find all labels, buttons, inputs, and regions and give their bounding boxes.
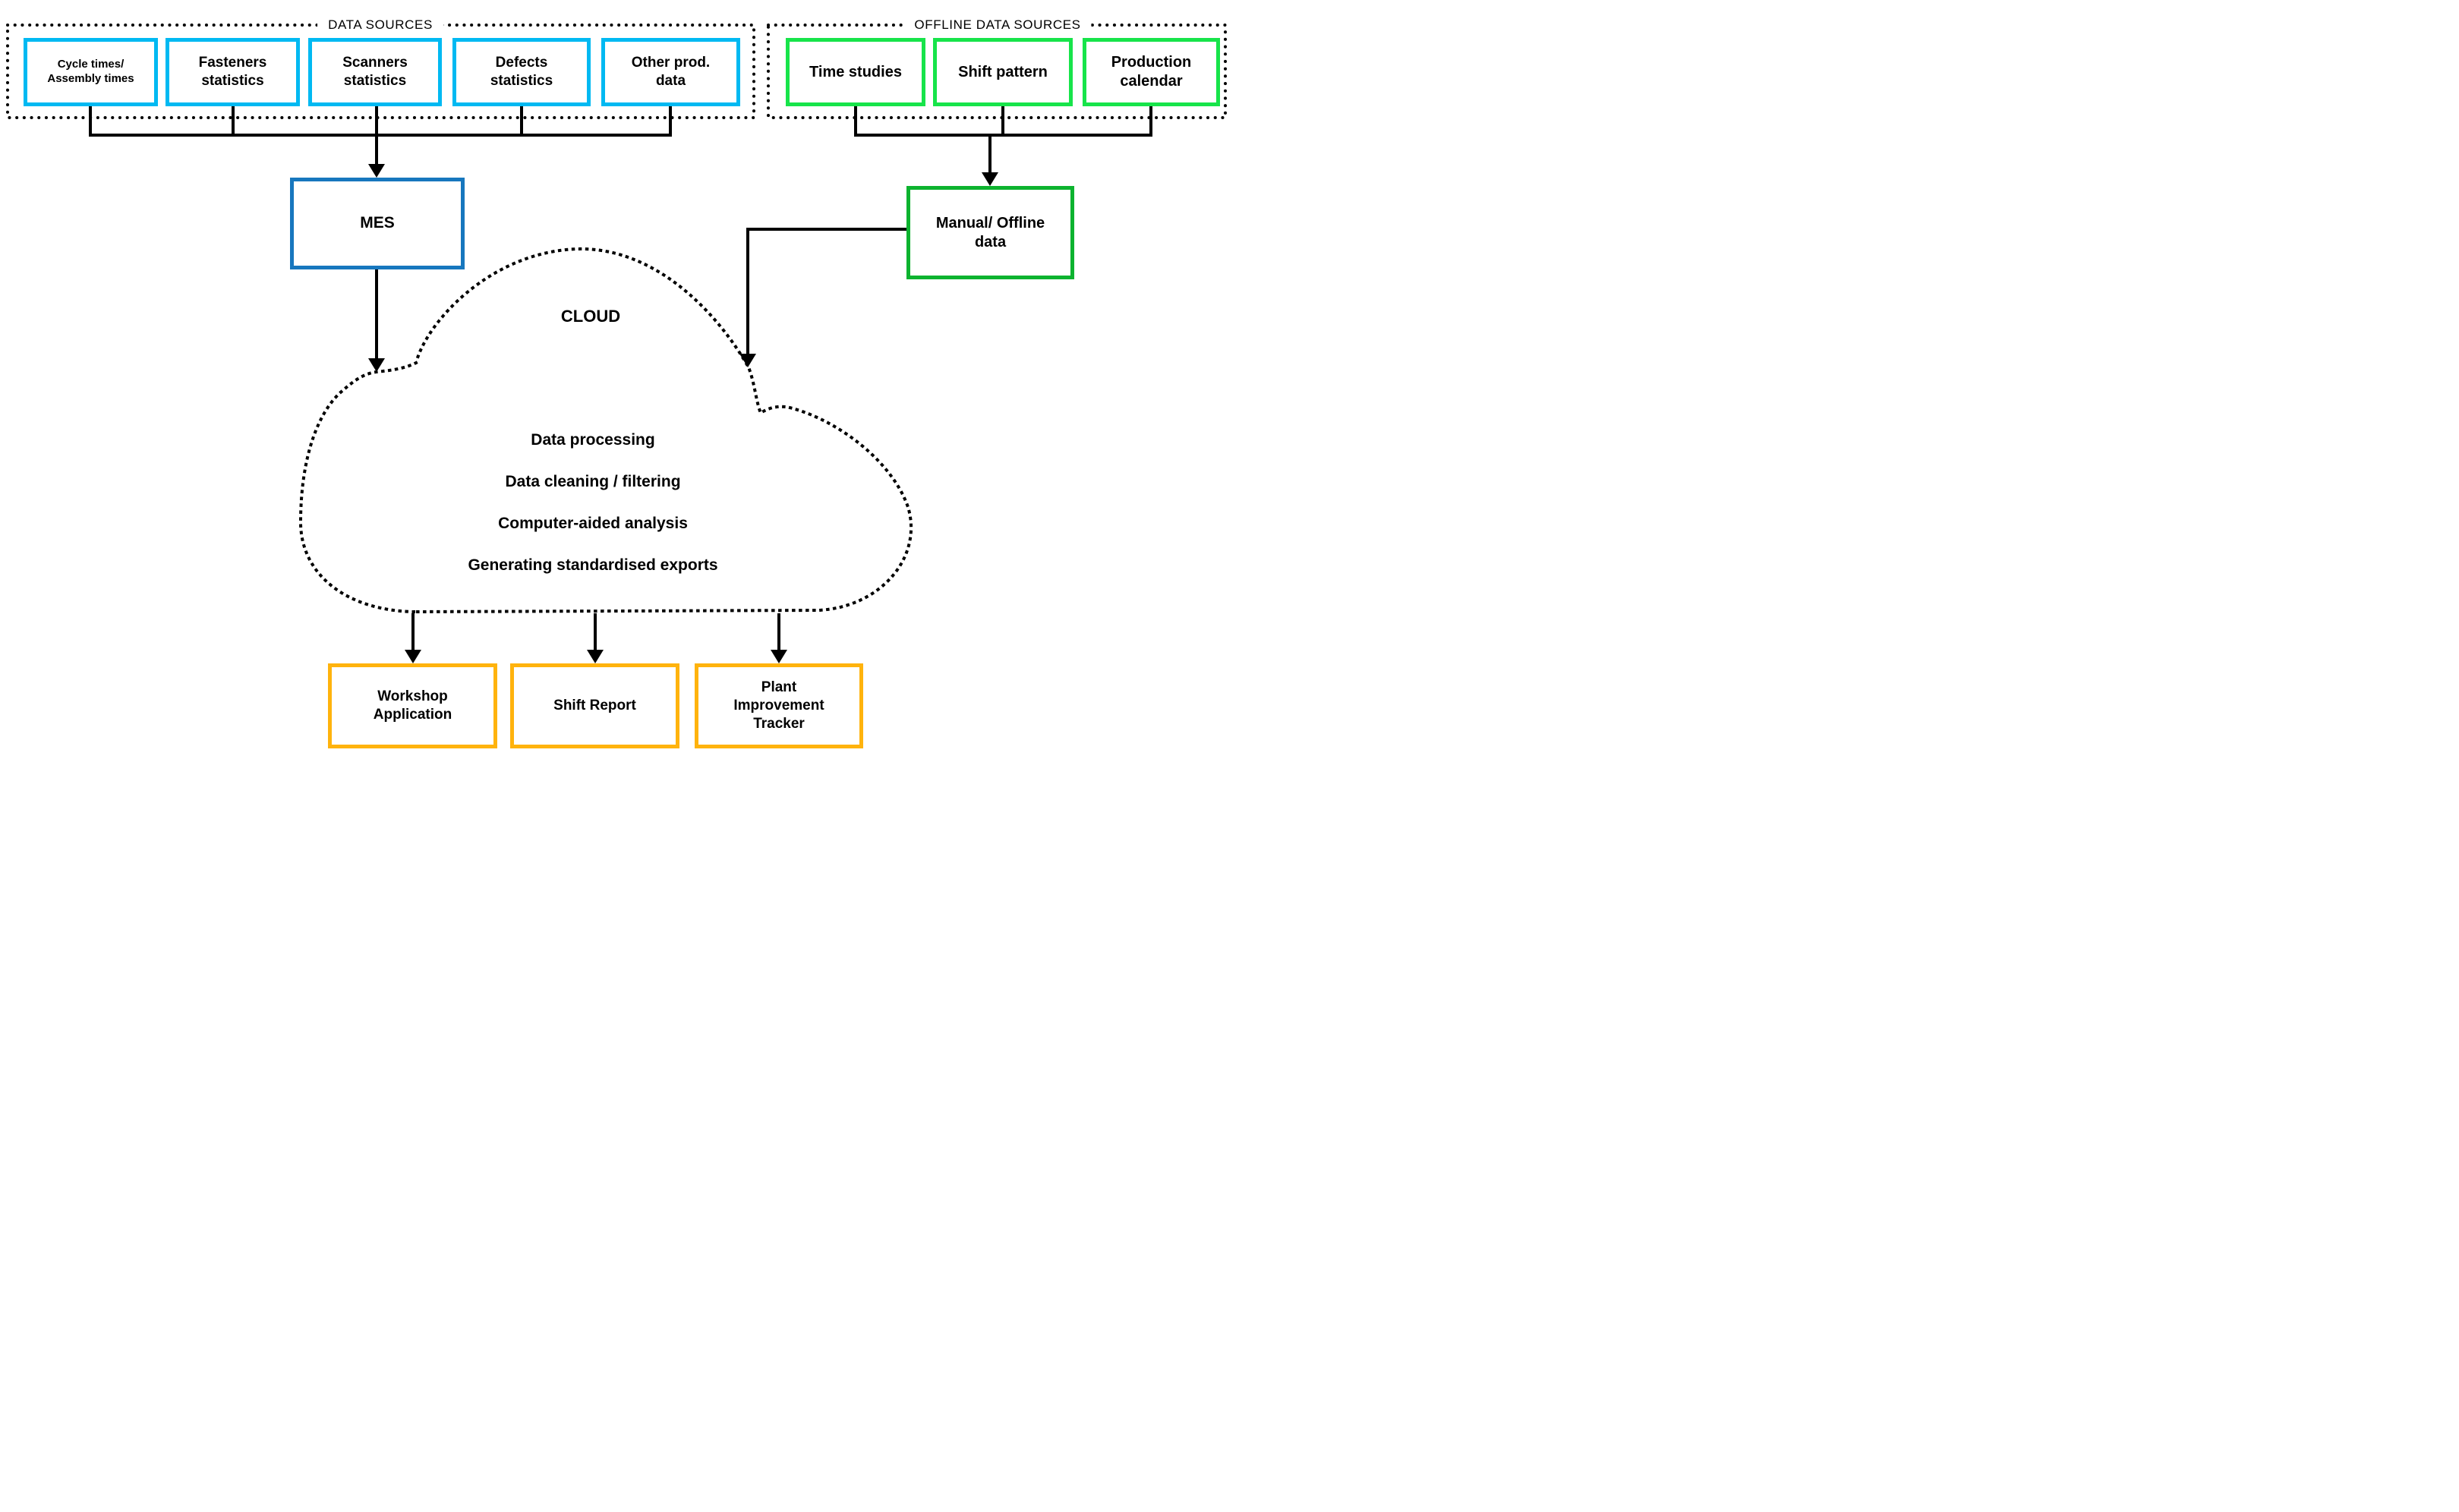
- offline-box-production-calendar: Production calendar: [1083, 38, 1220, 106]
- source-box-cycle-times: Cycle times/ Assembly times: [24, 38, 158, 106]
- cloud-function-data-processing: Data processing: [531, 431, 655, 449]
- data-sources-zone-label: DATA SOURCES: [317, 16, 443, 34]
- output-box-workshop-application: Workshop Application: [328, 663, 497, 748]
- cloud-to-shift-report-arrowhead: [587, 650, 604, 663]
- cloud-outline: [298, 247, 913, 614]
- mes-to-cloud-arrowhead: [368, 358, 385, 372]
- source-box-fasteners-statistics: Fasteners statistics: [166, 38, 300, 106]
- manual-to-cloud-arrowhead: [739, 354, 756, 367]
- bus-to-mes-arrowhead: [368, 164, 385, 178]
- mes-node: MES: [290, 178, 465, 269]
- source-box-other-prod-data: Other prod. data: [601, 38, 740, 106]
- cloud-function-computer-aided-analysis: Computer-aided analysis: [498, 515, 688, 532]
- cloud-function-standardised-exports: Generating standardised exports: [468, 556, 718, 574]
- cloud-to-tracker-arrowhead: [771, 650, 787, 663]
- data-sources-bus: [89, 106, 672, 137]
- offline-box-shift-pattern: Shift pattern: [933, 38, 1073, 106]
- bus-to-manual-arrowhead: [982, 172, 998, 186]
- cloud-to-workshop-arrowhead: [405, 650, 421, 663]
- source-box-scanners-statistics: Scanners statistics: [308, 38, 442, 106]
- architecture-diagram: DATA SOURCES OFFLINE DATA SOURCES Cycle …: [0, 0, 1230, 756]
- output-box-plant-improvement-tracker: Plant Improvement Tracker: [695, 663, 863, 748]
- source-box-defects-statistics: Defects statistics: [452, 38, 591, 106]
- offline-sources-bus: [854, 106, 1152, 137]
- connector-layer: [6, 24, 1227, 663]
- manual-to-cloud-line: [746, 228, 906, 354]
- manual-offline-data-node: Manual/ Offline data: [906, 186, 1074, 279]
- offline-box-time-studies: Time studies: [786, 38, 925, 106]
- offline-data-sources-zone-label: OFFLINE DATA SOURCES: [903, 16, 1092, 34]
- cloud-function-data-cleaning: Data cleaning / filtering: [505, 473, 681, 490]
- output-box-shift-report: Shift Report: [510, 663, 679, 748]
- cloud-title: CLOUD: [560, 307, 621, 326]
